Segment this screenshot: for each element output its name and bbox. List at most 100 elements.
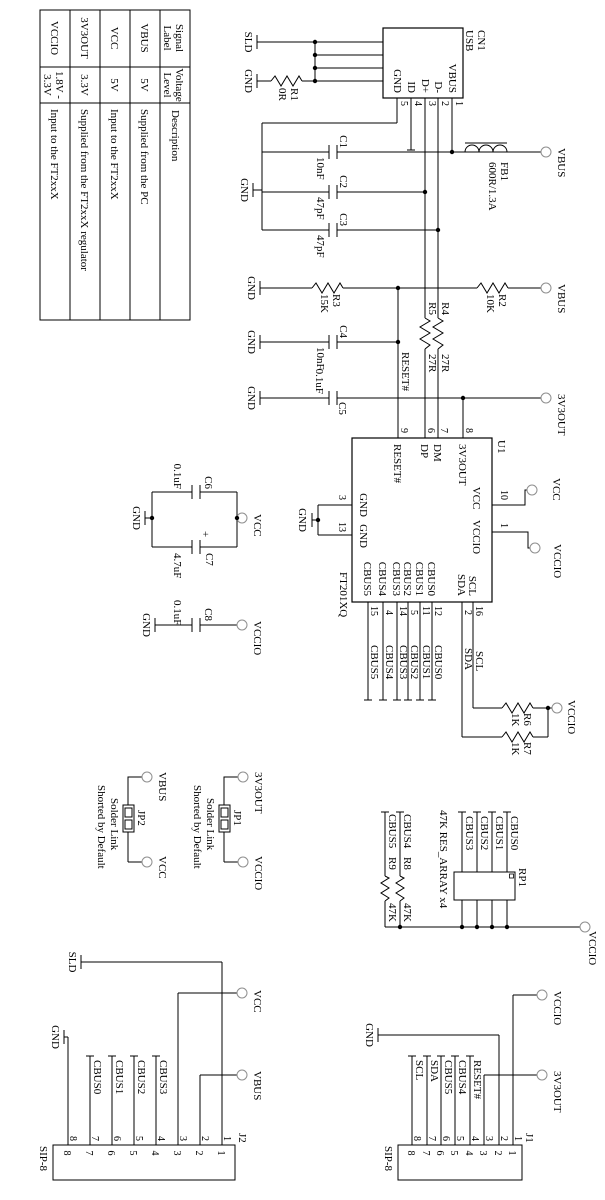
jp2-a-label: VBUS — [156, 772, 168, 801]
r1-ref: R1 — [288, 88, 300, 101]
u1-num-10: 10 — [498, 490, 509, 500]
pullup-vccio-label: VCCIO — [565, 700, 577, 734]
r9-value: 47K — [386, 903, 398, 922]
cn1-part: USB — [463, 30, 475, 51]
r9-ref: R9 — [386, 857, 398, 870]
u1-num-9: 9 — [398, 428, 409, 433]
shield-gnd-label: GND — [242, 69, 254, 93]
j1-type: SIP-8 — [382, 1146, 394, 1172]
fb1-value: 600R/1.3A — [486, 162, 498, 211]
u1-pin-cbus1: CBUS1 — [413, 562, 425, 596]
j2-in-1: 1 — [215, 1151, 226, 1156]
j2-sld-label: SLD — [66, 952, 78, 973]
u1-pin-gnd1: GND — [357, 493, 369, 517]
cbus-pullups-rp1: VCCIO RP1 47K RES_ARRAY x4 CBUS0 CBUS1 C… — [380, 810, 598, 965]
r7-value: 1K — [509, 742, 521, 756]
voltage-table: Signal Label Voltage Level Description V… — [39, 9, 191, 321]
c7-polarity: + — [199, 531, 211, 537]
u1-pin-cbus2: CBUS2 — [401, 562, 413, 596]
sld-terminal-label: SLD — [242, 32, 254, 53]
filter-gnd-label: GND — [238, 178, 250, 202]
header-j1: J1 SIP-8 VCCIO 3V3OUT GND RESET# CBUS4 C… — [363, 989, 563, 1181]
jp2-b-label: VCC — [156, 856, 168, 879]
i2c-pullups: VCCIO R6 1K R7 1K — [462, 700, 577, 756]
u1-num-5: 5 — [408, 610, 419, 615]
u1-pin-reset: RESET# — [391, 444, 403, 484]
c6-value: 0.1uF — [171, 464, 183, 489]
c8-value: 0.1uF — [171, 600, 183, 625]
cn1-pin-dminus: D- — [432, 81, 444, 93]
u1-pin-3v3out: 3V3OUT — [456, 444, 468, 486]
sda-wire-label: SDA — [462, 648, 474, 670]
c2-ref: C2 — [337, 175, 349, 188]
j2-out-5: 5 — [133, 1136, 144, 1141]
c5-gnd-label: GND — [245, 386, 257, 410]
j2-out-1: 1 — [221, 1136, 232, 1141]
vcc-decoupling: VCC GND C6 0.1uF C7 4.7uF + — [130, 464, 263, 579]
rp1-cbus0-label: CBUS0 — [508, 816, 520, 851]
j2-in-7: 7 — [83, 1151, 94, 1156]
j2-out-3: 3 — [177, 1136, 188, 1141]
rp1-cbus1-label: CBUS1 — [493, 816, 505, 850]
r2-value: 10K — [484, 294, 496, 313]
reset-net-label: RESET# — [399, 352, 411, 392]
cn1-ref: CN1 — [475, 30, 487, 51]
th-description: Description — [169, 110, 181, 162]
j2-out-4: 4 — [155, 1136, 166, 1141]
j2-out-2: 2 — [199, 1136, 210, 1141]
cn1-pin-gnd: GND — [391, 69, 403, 93]
j1-out-7: 7 — [426, 1136, 437, 1141]
u1-num-7: 7 — [438, 428, 449, 433]
cn1-num-4: 4 — [412, 101, 423, 106]
j1-out-5: 5 — [454, 1136, 465, 1141]
j2-cbus1-label: CBUS1 — [113, 1060, 125, 1094]
3v3out-terminal-label: 3V3OUT — [555, 394, 567, 436]
u1-num-15: 15 — [368, 606, 379, 616]
j1-in-1: 1 — [506, 1151, 517, 1156]
j1-out-6: 6 — [440, 1136, 451, 1141]
jp1-ref: JP1 — [231, 810, 243, 826]
j2-vbus-label: VBUS — [251, 1071, 263, 1100]
reset-divider: VBUS 3V3OUT R2 10K R3 15K RESET# C4 10nF… — [245, 276, 567, 438]
u1-pin-vcc: VCC — [470, 487, 482, 510]
j2-in-2: 2 — [193, 1151, 204, 1156]
j1-out-3: 3 — [483, 1136, 494, 1141]
jumper-jp2: VBUS VCC JP2 Solder Link Shorted by Defa… — [95, 771, 168, 879]
c6-gnd-label: GND — [130, 506, 142, 530]
c7-ref: C7 — [203, 553, 215, 566]
j1-in-2: 2 — [492, 1151, 503, 1156]
rp1-ref: RP1 — [516, 868, 528, 887]
j2-out-7: 7 — [89, 1136, 100, 1141]
u1-pin-gnd2: GND — [357, 524, 369, 548]
u1-num-1: 1 — [498, 523, 509, 528]
r8-ref: R8 — [401, 857, 413, 870]
u1-gnd-label: GND — [296, 508, 308, 532]
cbus3-stub-label: CBUS3 — [397, 645, 409, 680]
c3-value: 47pF — [314, 235, 326, 258]
j2-in-5: 5 — [127, 1151, 138, 1156]
r3-ref: R3 — [330, 294, 342, 307]
j2-in-4: 4 — [149, 1151, 160, 1156]
j2-type: SIP-8 — [37, 1146, 49, 1172]
th-signal-2: Label — [161, 25, 173, 50]
jp2-note: Shorted by Default — [95, 785, 107, 869]
j2-in-6: 6 — [105, 1151, 116, 1156]
u1-num-8: 8 — [463, 428, 474, 433]
j1-in-6: 6 — [434, 1151, 445, 1156]
j1-out-4: 4 — [469, 1136, 480, 1141]
cn1-pin-vbus: VBUS — [446, 64, 458, 93]
j1-ref: J1 — [523, 1133, 535, 1143]
j1-cbus5-label: CBUS5 — [442, 1060, 454, 1095]
j2-gnd-label: GND — [49, 1025, 61, 1049]
row-3v3out-signal: 3V3OUT — [78, 17, 90, 59]
j1-vccio-label: VCCIO — [551, 991, 563, 1025]
j2-vcc-label: VCC — [251, 990, 263, 1013]
j1-3v3out-label: 3V3OUT — [551, 1071, 563, 1113]
vbus2-terminal-label: VBUS — [555, 284, 567, 313]
r5-value: 27R — [426, 354, 438, 373]
u1-num-3: 3 — [336, 495, 347, 500]
cn1-num-5: 5 — [398, 101, 409, 106]
u1-ref: U1 — [495, 440, 507, 453]
u1-num-14: 14 — [397, 606, 408, 616]
